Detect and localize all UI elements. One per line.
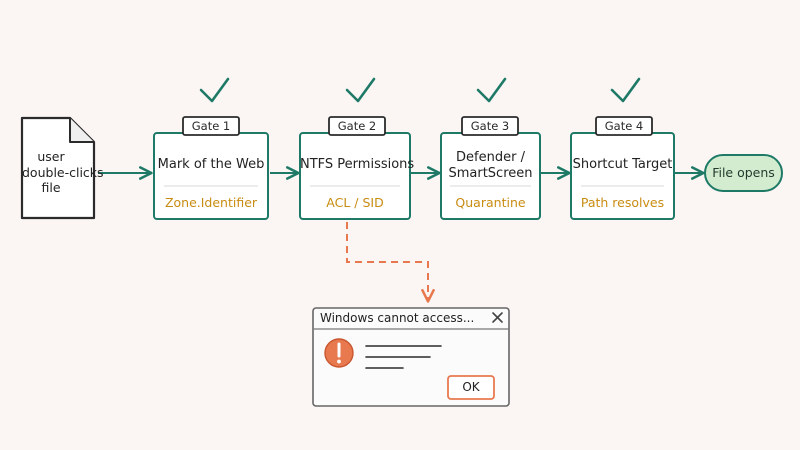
gate-3-title-line: SmartScreen <box>448 166 533 182</box>
dialog-ok-button-frame <box>447 375 495 400</box>
gate-1-subtitle: Zone.Identifier <box>164 195 258 210</box>
check-icon <box>476 77 507 103</box>
gate-3-tab <box>461 116 519 136</box>
failure-arrow <box>346 222 435 303</box>
gate-4-tab <box>595 116 653 136</box>
gate-4-title-line: Shortcut Target <box>572 157 673 172</box>
close-icon[interactable] <box>492 312 503 323</box>
dialog-ok-button[interactable] <box>448 376 494 399</box>
source-label-line: double-clicks <box>22 164 104 180</box>
gate-3-subtitle: Quarantine <box>455 195 526 210</box>
gate-2-subtitle: ACL / SID <box>326 195 384 210</box>
gate-1-title-line: Mark of the Web <box>157 157 265 172</box>
gate-4-subtitle: Path resolves <box>580 195 665 210</box>
dialog-title: Windows cannot access... <box>320 311 475 325</box>
check-icon <box>345 77 376 103</box>
source-label-line: file <box>41 180 61 196</box>
gate-1-title: Mark of the Web <box>154 157 268 173</box>
gate-2-tab-label: Gate 2 <box>337 119 377 133</box>
gate-3-tab-label: Gate 3 <box>470 119 510 133</box>
gate-4-title: Shortcut Target <box>571 157 674 173</box>
document-fold <box>69 118 94 143</box>
result-label: File opens <box>712 165 775 180</box>
check-icon <box>199 77 230 103</box>
gate-3-title-line: Defender / <box>456 150 525 165</box>
gate-1-tab-label: Gate 1 <box>191 119 231 133</box>
gate-2-tab <box>328 116 386 136</box>
result-pill <box>704 154 783 192</box>
source-label: user double-clicks file <box>22 149 104 196</box>
gate-3-title: Defender / SmartScreen <box>441 150 540 183</box>
dialog-ok-label: OK <box>462 380 480 394</box>
gate-2-title: NTFS Permissions <box>300 157 415 173</box>
check-icon <box>610 77 641 103</box>
error-icon <box>324 338 354 368</box>
gate-2-title-line: NTFS Permissions <box>300 157 415 172</box>
gate-4-tab-label: Gate 4 <box>604 119 644 133</box>
gate-1-tab <box>182 116 240 136</box>
source-label-line: user <box>37 149 65 164</box>
dialog-close-button[interactable] <box>489 310 506 327</box>
